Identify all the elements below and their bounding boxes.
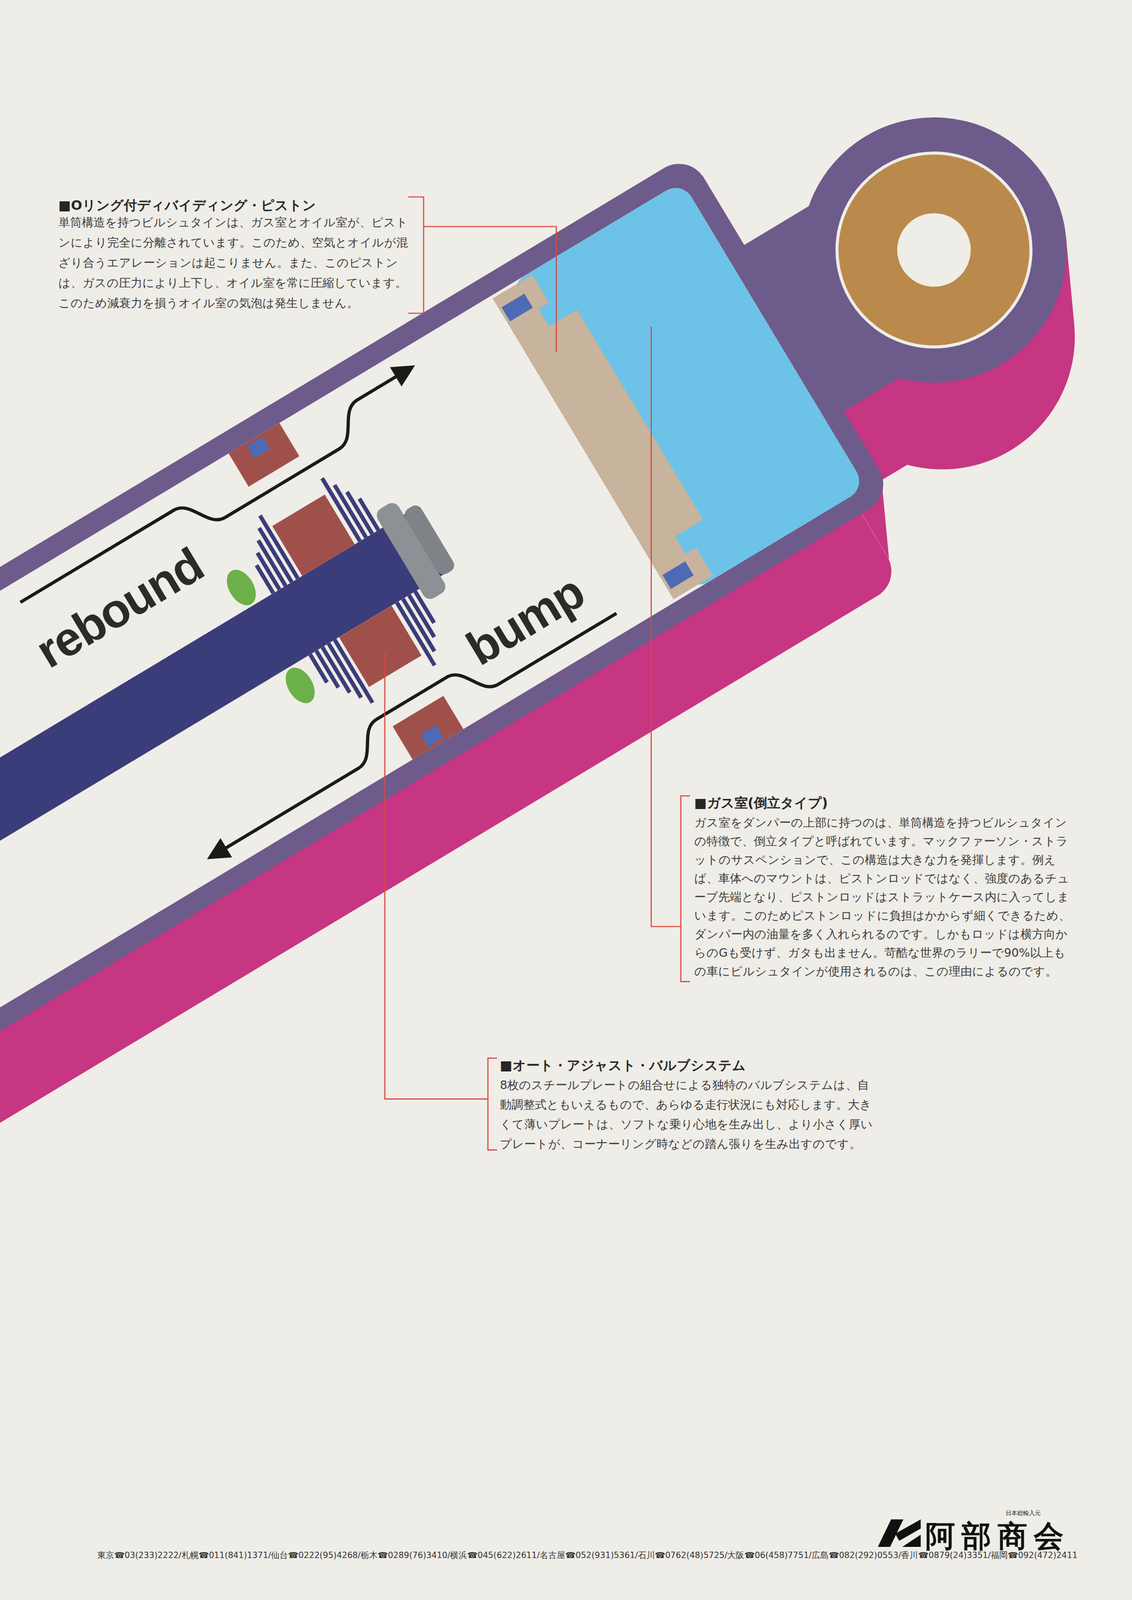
o-ring (662, 561, 694, 590)
leader-line (651, 326, 682, 927)
spacer (220, 564, 262, 611)
valve-plate (357, 497, 380, 532)
company-name: 阿部商会 (925, 1520, 1070, 1553)
leader-lines (384, 197, 691, 1151)
piston-seal-ring (420, 725, 444, 747)
tube-side (0, 89, 1132, 1600)
piston-seal (228, 422, 300, 487)
importer-note: 日本総輸入元 (1005, 1509, 1041, 1518)
rod-nut (402, 503, 457, 578)
tube-side-shell (0, 89, 1132, 1600)
valve-plate (333, 483, 369, 539)
bracket (488, 1058, 498, 1151)
callout-heading: ■ガス室(倒立タイプ) (694, 794, 828, 812)
leader-line (423, 226, 557, 352)
flow-label: bump (457, 564, 594, 677)
branch-phone-list: 東京☎03(233)2222/札幌☎011(841)1371/仙台☎0222(9… (97, 1550, 1078, 1561)
piston-body (272, 494, 355, 576)
valve-plate (401, 597, 437, 653)
dividing-piston (492, 264, 731, 600)
mount-eye (801, 116, 1068, 383)
valve-plate (326, 642, 363, 699)
leader-line (384, 652, 488, 1099)
piston-seal (392, 695, 464, 760)
bracket (681, 795, 691, 982)
callout-body: ガス室をダンパーの上部に持つのは、単筒構造を持つビルシュタインの特徴で、倒立タイ… (694, 813, 1075, 981)
tube-wall (0, 2, 1132, 1515)
mount-hole (883, 199, 985, 301)
callout-body: 8枚のスチールプレートの組合せによる独特のバルブシステムは、自動調整式ともいえる… (499, 1075, 880, 1154)
bracket (408, 197, 424, 314)
piston-body (338, 605, 422, 687)
callout-body: 単筒構造を持つビルシュタインは、ガス室とオイル室が、ピストンにより完全に分離され… (58, 212, 414, 314)
valve-plate (308, 653, 329, 684)
valve-plate (254, 564, 276, 595)
callout-heading: ■Oリング付ディバイディング・ピストン (58, 197, 317, 215)
tube-inside (0, 38, 1104, 1499)
company-logo (878, 1519, 922, 1547)
valve-plates (233, 466, 455, 719)
logo-stroke (902, 1534, 922, 1547)
o-ring (501, 293, 533, 322)
piston-seal-ring (247, 436, 271, 459)
piston-rod (0, 512, 445, 1376)
callout-heading: ■オート・アジャスト・バルブシステム (499, 1057, 746, 1075)
arrowhead (201, 838, 233, 870)
spacer (279, 662, 321, 709)
flow-label: rebound (26, 537, 213, 680)
flow-line (20, 374, 416, 631)
arrowhead (389, 355, 421, 387)
